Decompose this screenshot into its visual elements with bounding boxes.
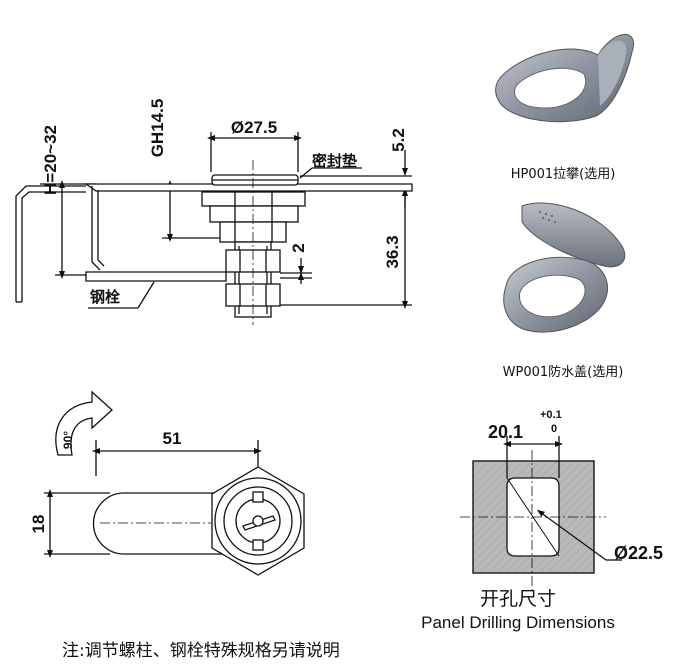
bolt-label: 钢栓	[90, 288, 120, 306]
flange-thickness-label: 5.2	[389, 128, 408, 152]
front-view: 90° 51 18	[29, 390, 305, 576]
gh-label: GH14.5	[148, 99, 167, 158]
cam-arm	[85, 271, 227, 282]
arm-width-label: 18	[29, 515, 48, 534]
body-length-label: 36.3	[383, 235, 402, 268]
wp001-cover-image	[503, 202, 626, 333]
cutout-tol-lower: 0	[551, 423, 557, 435]
hp001-pull-image	[495, 33, 634, 123]
side-view: H=20~32 GH14.5 Ø27.5 密封垫 5.2 36.3 2	[15, 99, 413, 325]
footnote: 注:调节螺柱、钢栓特殊规格另请说明	[62, 641, 340, 661]
diameter-label: Ø27.5	[231, 118, 277, 137]
cutout-title-en: Panel Drilling Dimensions	[421, 613, 615, 632]
panel-plate	[83, 183, 413, 192]
front-cam-arm	[92, 492, 226, 555]
rotation-arrow-icon	[55, 390, 113, 456]
cutout-title-zh: 开孔尺寸	[480, 588, 556, 610]
h-range-label: H=20~32	[41, 125, 60, 195]
rotation-label: 90°	[61, 431, 75, 449]
panel-cutout	[460, 436, 622, 590]
cutout-diameter-label: Ø22.5	[614, 543, 663, 563]
gasket-label: 密封垫	[312, 152, 357, 170]
frame-bracket	[15, 185, 86, 302]
hp001-caption: HP001拉攀(选用)	[511, 167, 616, 182]
lock-body-upper	[201, 191, 306, 207]
nut-gap-label: 2	[289, 243, 308, 252]
cutout-tol-upper: +0.1	[540, 409, 562, 421]
wp001-caption: WP001防水盖(选用)	[503, 364, 624, 380]
arm-length-label: 51	[163, 429, 182, 448]
cutout-width-label: 20.1	[488, 422, 523, 442]
